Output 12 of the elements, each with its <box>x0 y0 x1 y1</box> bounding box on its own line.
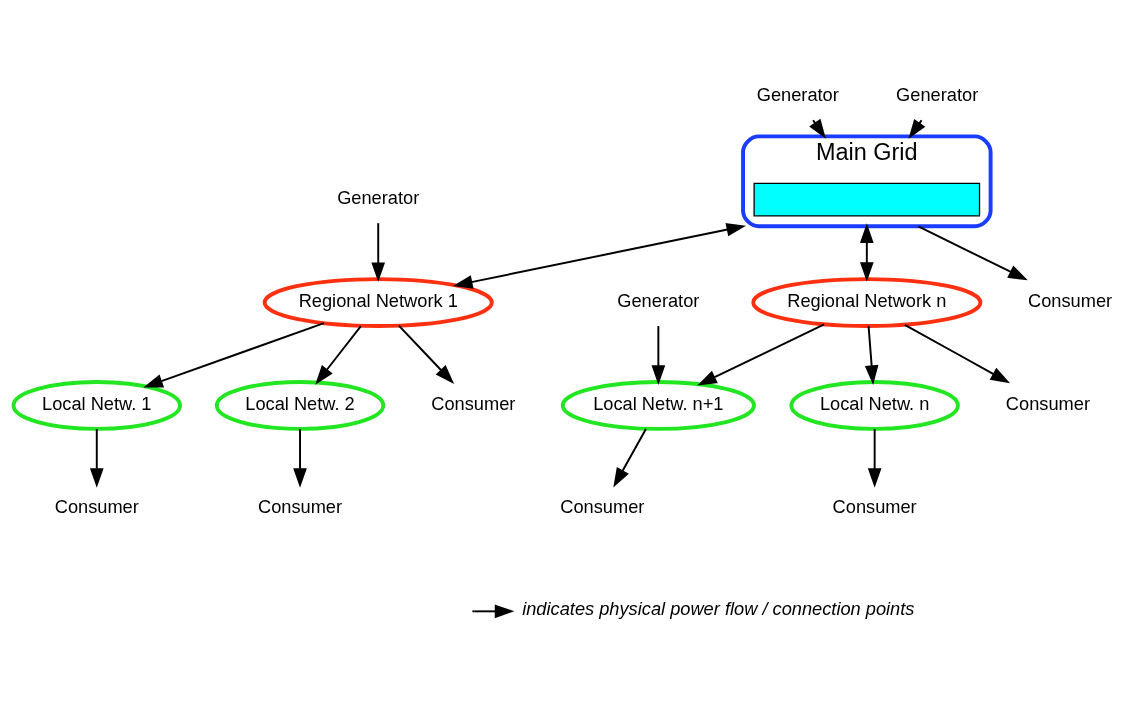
node-text: Generator <box>617 289 700 311</box>
node-text: Generator <box>337 186 420 208</box>
node-text: Consumer <box>560 495 645 517</box>
node-text: Consumer <box>257 495 343 517</box>
legend-label: indicates physical power flow / connection points <box>522 597 915 619</box>
node-text: Consumer <box>1005 392 1090 414</box>
node-text: Generator <box>896 83 979 105</box>
node-text: Consumer <box>431 392 516 414</box>
node-text: Consumer <box>1028 289 1113 311</box>
node-text: Consumer <box>832 495 917 517</box>
node-text: Consumer <box>54 495 139 517</box>
node-text: Generator <box>756 83 839 105</box>
